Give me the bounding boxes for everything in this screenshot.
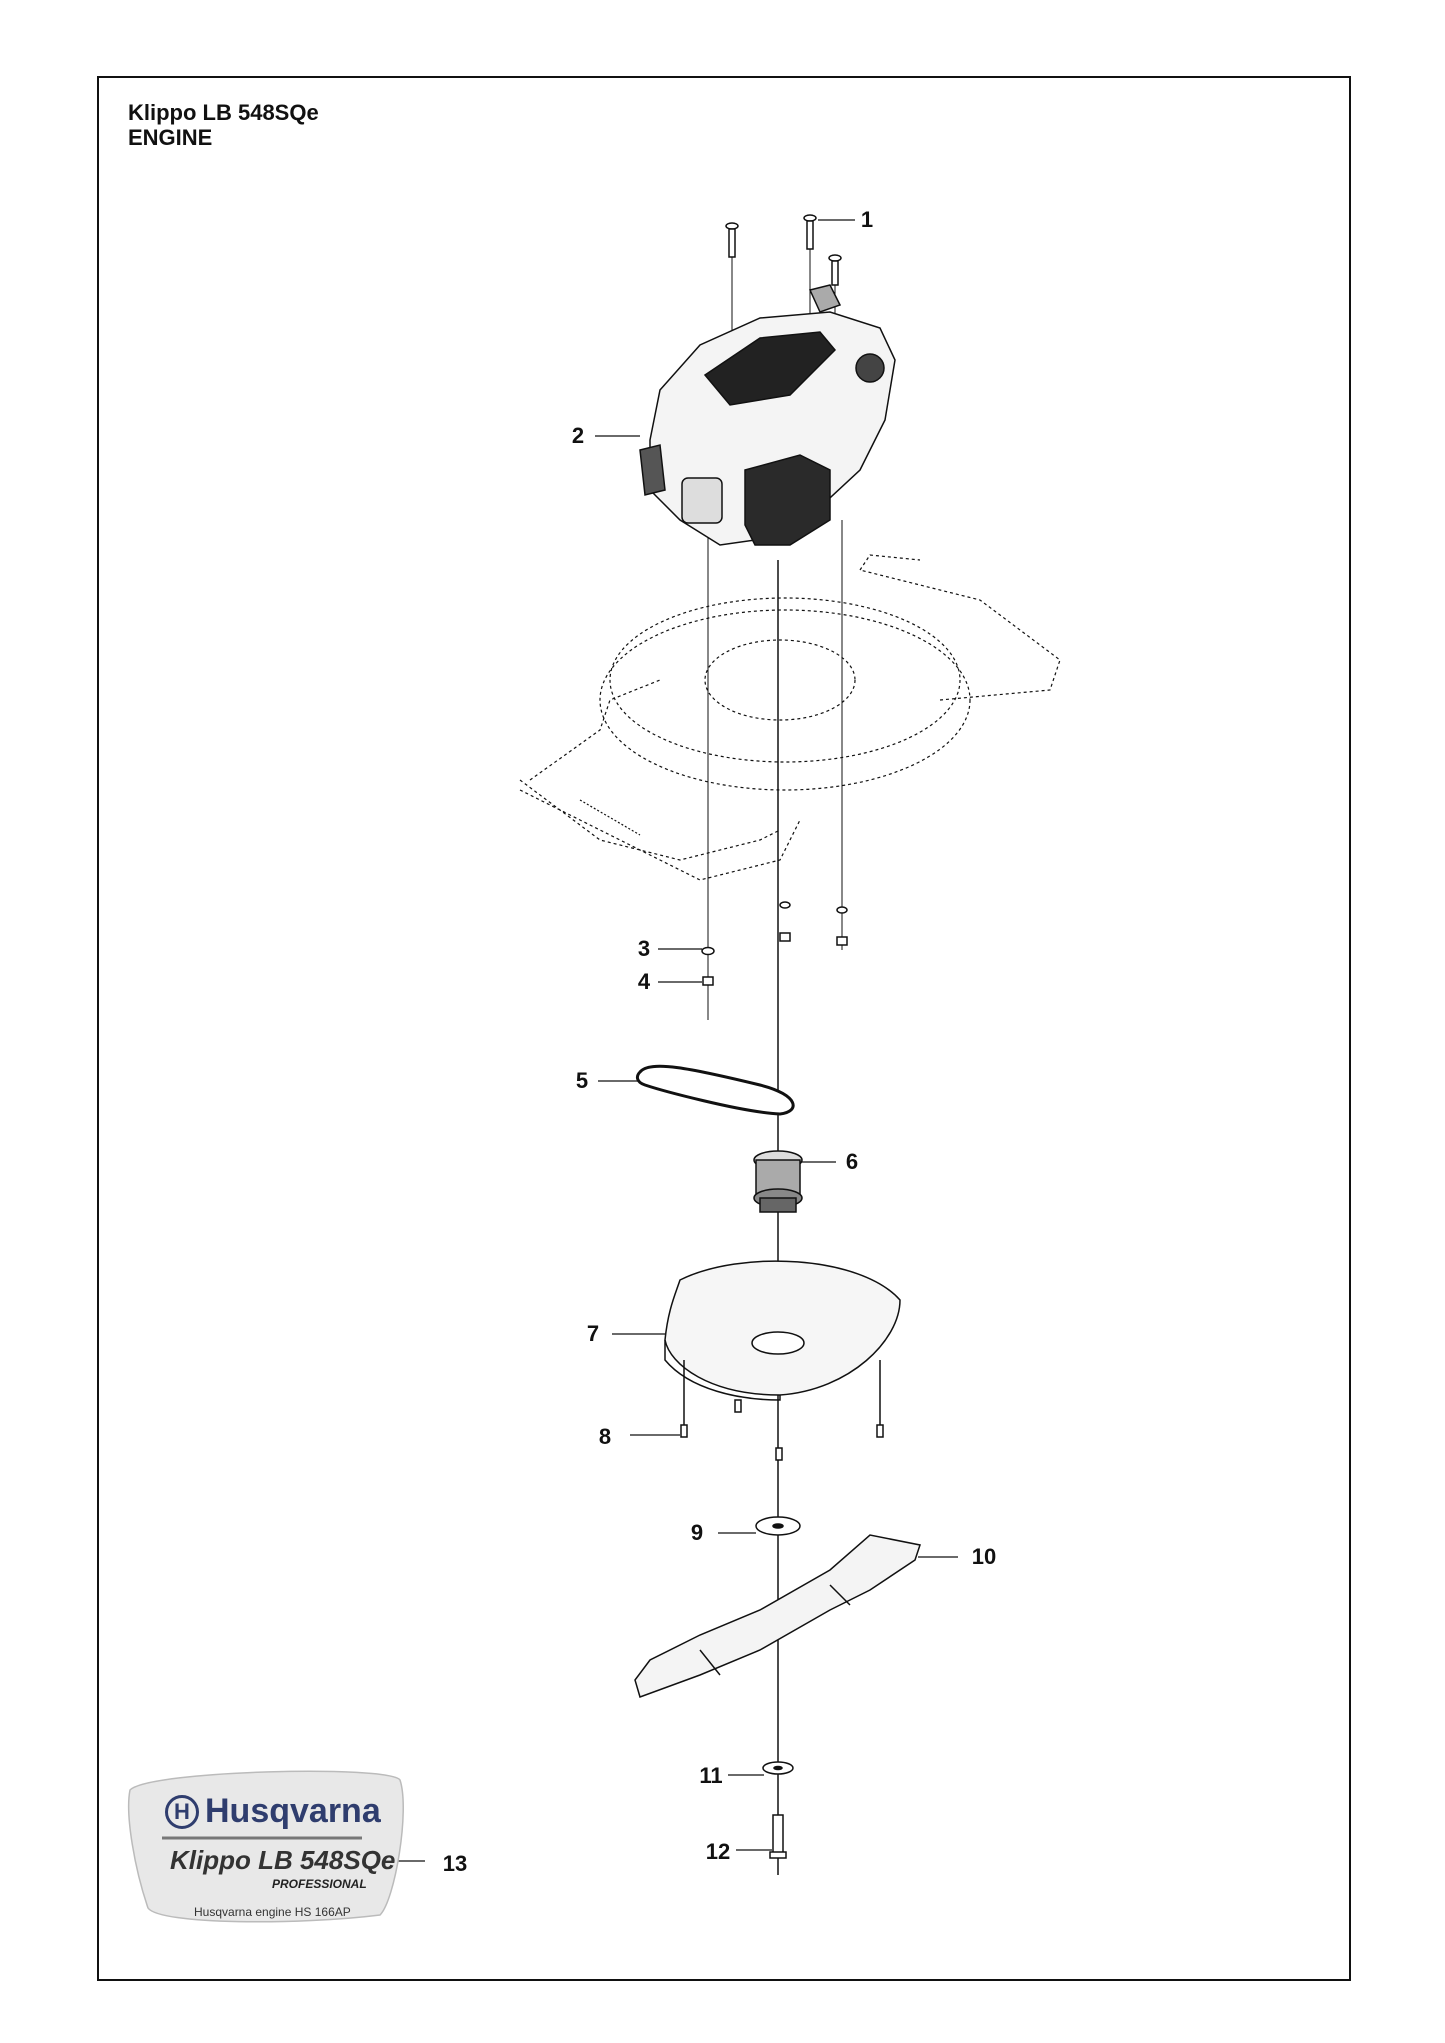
decal-subtitle: PROFESSIONAL: [272, 1877, 367, 1891]
title-block: Klippo LB 548SQe ENGINE: [128, 100, 319, 150]
section-title: ENGINE: [128, 125, 213, 150]
blade-bolt: [769, 1814, 787, 1859]
washer-11: [762, 1761, 794, 1775]
leader-lines: [395, 219, 958, 1862]
nut-4: [702, 976, 714, 986]
callout-11: 11: [699, 1763, 723, 1788]
deck-front-guard: [519, 779, 781, 861]
bolt-left: [725, 222, 739, 258]
callout-6: 6: [845, 1149, 859, 1174]
decal-model: Klippo LB 548SQe: [170, 1845, 396, 1875]
callout-12: 12: [705, 1839, 731, 1864]
blade-guard: [664, 1260, 901, 1401]
bolt-right: [828, 254, 842, 286]
washer-3: [701, 946, 715, 956]
model-title: Klippo LB 548SQe: [128, 100, 319, 125]
drive-belt: [635, 1064, 795, 1116]
callout-3: 3: [637, 936, 651, 961]
screws-8: [680, 1360, 884, 1461]
cutting-blade: [634, 1534, 921, 1698]
callout-9: 9: [690, 1520, 704, 1545]
callout-4: 4: [637, 969, 651, 994]
drawing-frame: [97, 76, 1351, 1981]
callout-7: 7: [586, 1321, 600, 1346]
engine-illustration: [639, 284, 896, 546]
decal-brand: Husqvarna: [205, 1792, 381, 1830]
decal-engine-note: Husqvarna engine HS 166AP: [194, 1905, 351, 1919]
callout-2: 2: [571, 423, 585, 448]
callout-8: 8: [598, 1424, 612, 1449]
callout-10: 10: [971, 1544, 997, 1569]
bolt-center: [803, 214, 817, 250]
washer-9: [755, 1516, 801, 1536]
callout-1: 1: [860, 207, 874, 232]
callout-5: 5: [575, 1068, 589, 1093]
callout-13: 13: [442, 1851, 468, 1876]
pulley: [753, 1150, 803, 1213]
mower-deck-outline: [519, 554, 1061, 881]
husqvarna-crown-icon: H: [165, 1795, 199, 1829]
